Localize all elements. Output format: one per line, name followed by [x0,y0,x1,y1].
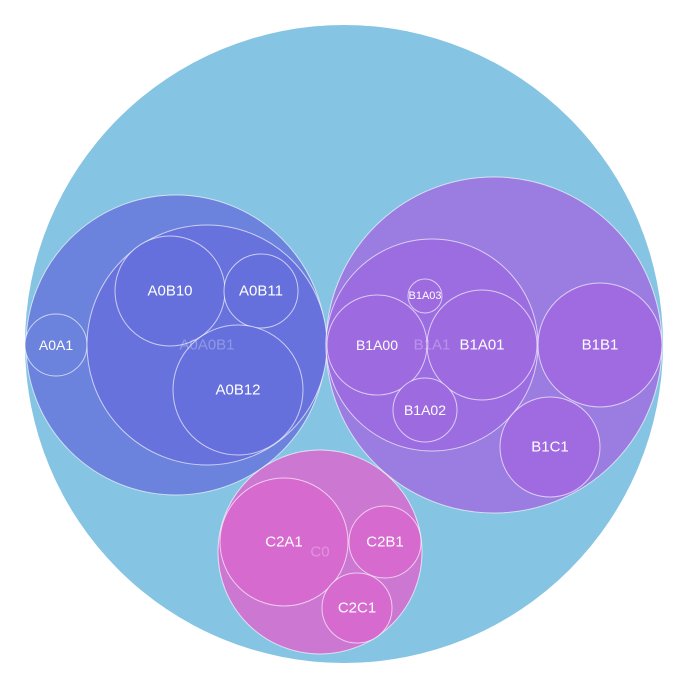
bubble-label-a0a0b1: A0A0B1 [179,337,234,354]
bubble-c2c1[interactable] [321,572,393,644]
bubble-label-b1a02: B1A02 [404,402,446,418]
bubble-label-a0b10: A0B10 [147,283,192,300]
bubble-a0b12[interactable] [172,324,304,456]
bubble-label-c2b1: C2B1 [366,534,404,551]
bubble-b1b1[interactable] [537,282,663,408]
bubble-label-c0: C0 [310,544,329,561]
bubble-label-a0b11: A0B11 [239,283,283,300]
bubble-label-c2a1: C2A1 [265,534,303,551]
bubble-label-b1a01: B1A01 [459,337,504,354]
bubble-c2b1[interactable] [348,505,422,579]
bubble-label-c2c1: C2C1 [338,600,376,617]
bubble-label-b1b1: B1B1 [582,337,619,354]
bubble-label-b1a00: B1A00 [356,337,398,353]
bubble-label-b1a03: B1A03 [408,290,441,302]
bubble-label-b1c1: B1C1 [531,439,569,456]
bubble-b1a02[interactable] [392,377,458,443]
bubble-label-b1a1: B1A1 [414,337,451,354]
bubbles-layer [24,25,663,663]
bubble-b1a01[interactable] [426,289,538,401]
bubble-c2a1[interactable] [219,477,349,607]
bubble-a0b11[interactable] [223,253,299,329]
bubble-label-a0b12: A0B12 [215,382,260,399]
bubble-b1a03[interactable] [407,278,443,314]
bubble-label-a0a1: A0A1 [39,337,73,353]
bubble-b1c1[interactable] [499,396,601,498]
